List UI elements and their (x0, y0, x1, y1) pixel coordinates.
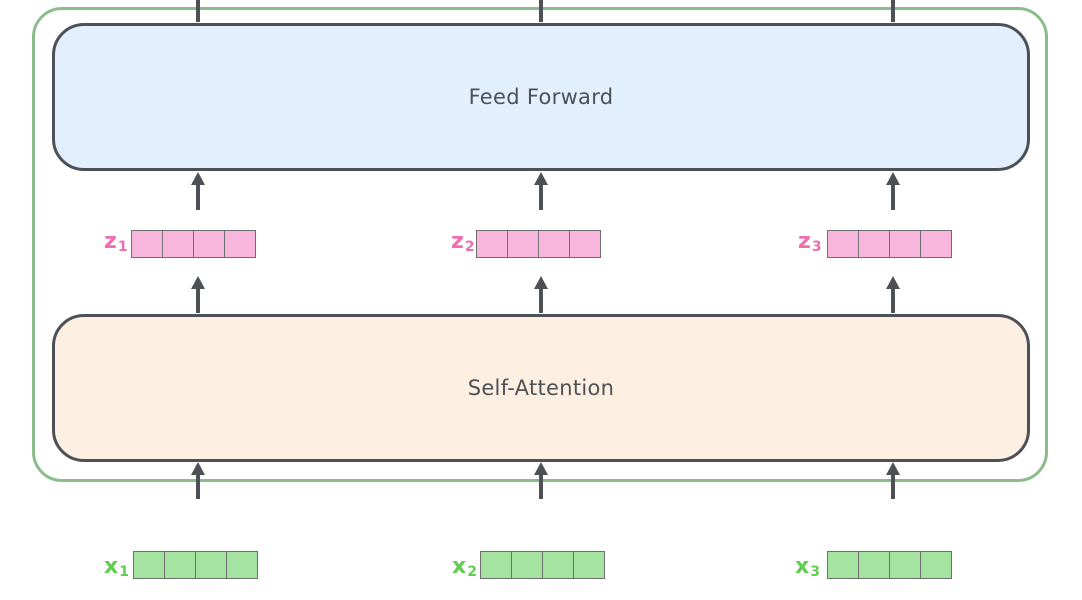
x2-vector (480, 551, 605, 579)
z1-cell (162, 230, 194, 258)
arrow-z1-to-feed-forward (191, 172, 205, 210)
z3-vector (827, 230, 952, 258)
arrow-top-3 (886, 0, 900, 22)
x1-cell (226, 551, 258, 579)
x1-cell (164, 551, 196, 579)
arrow-self-attention-to-z2 (534, 276, 548, 313)
arrow-z3-to-feed-forward (886, 172, 900, 210)
x3-vector (827, 551, 952, 579)
z2-cell (507, 230, 539, 258)
z1-cell (193, 230, 225, 258)
z3-label: z3 (798, 229, 822, 255)
self-attention-block: Self-Attention (52, 314, 1030, 462)
x1-cell (195, 551, 227, 579)
z1-label: z1 (104, 229, 128, 255)
x2-label: x2 (452, 554, 477, 580)
x2-cell (511, 551, 543, 579)
x1-label: x1 (104, 554, 129, 580)
x3-cell (827, 551, 859, 579)
arrow-top-1 (191, 0, 205, 22)
x3-label: x3 (795, 554, 820, 580)
z3-cell (827, 230, 859, 258)
x3-cell (920, 551, 952, 579)
z2-label: z2 (451, 229, 475, 255)
arrow-x1-to-self-attention (191, 462, 205, 499)
z2-cell (569, 230, 601, 258)
arrow-self-attention-to-z3 (886, 276, 900, 313)
feed-forward-block: Feed Forward (52, 23, 1030, 171)
z1-cell (224, 230, 256, 258)
arrow-x3-to-self-attention (886, 462, 900, 499)
x3-cell (889, 551, 921, 579)
x2-cell (542, 551, 574, 579)
z1-vector (131, 230, 256, 258)
z2-vector (476, 230, 601, 258)
arrow-self-attention-to-z1 (191, 276, 205, 313)
x3-cell (858, 551, 890, 579)
arrow-x2-to-self-attention (534, 462, 548, 499)
feed-forward-label: Feed Forward (468, 85, 614, 109)
x1-vector (133, 551, 258, 579)
z2-cell (538, 230, 570, 258)
z3-cell (920, 230, 952, 258)
self-attention-label: Self-Attention (467, 376, 615, 400)
z3-cell (889, 230, 921, 258)
z3-cell (858, 230, 890, 258)
x2-cell (480, 551, 512, 579)
z2-cell (476, 230, 508, 258)
z1-cell (131, 230, 163, 258)
arrow-top-2 (534, 0, 548, 22)
x1-cell (133, 551, 165, 579)
arrow-z2-to-feed-forward (534, 172, 548, 210)
x2-cell (573, 551, 605, 579)
